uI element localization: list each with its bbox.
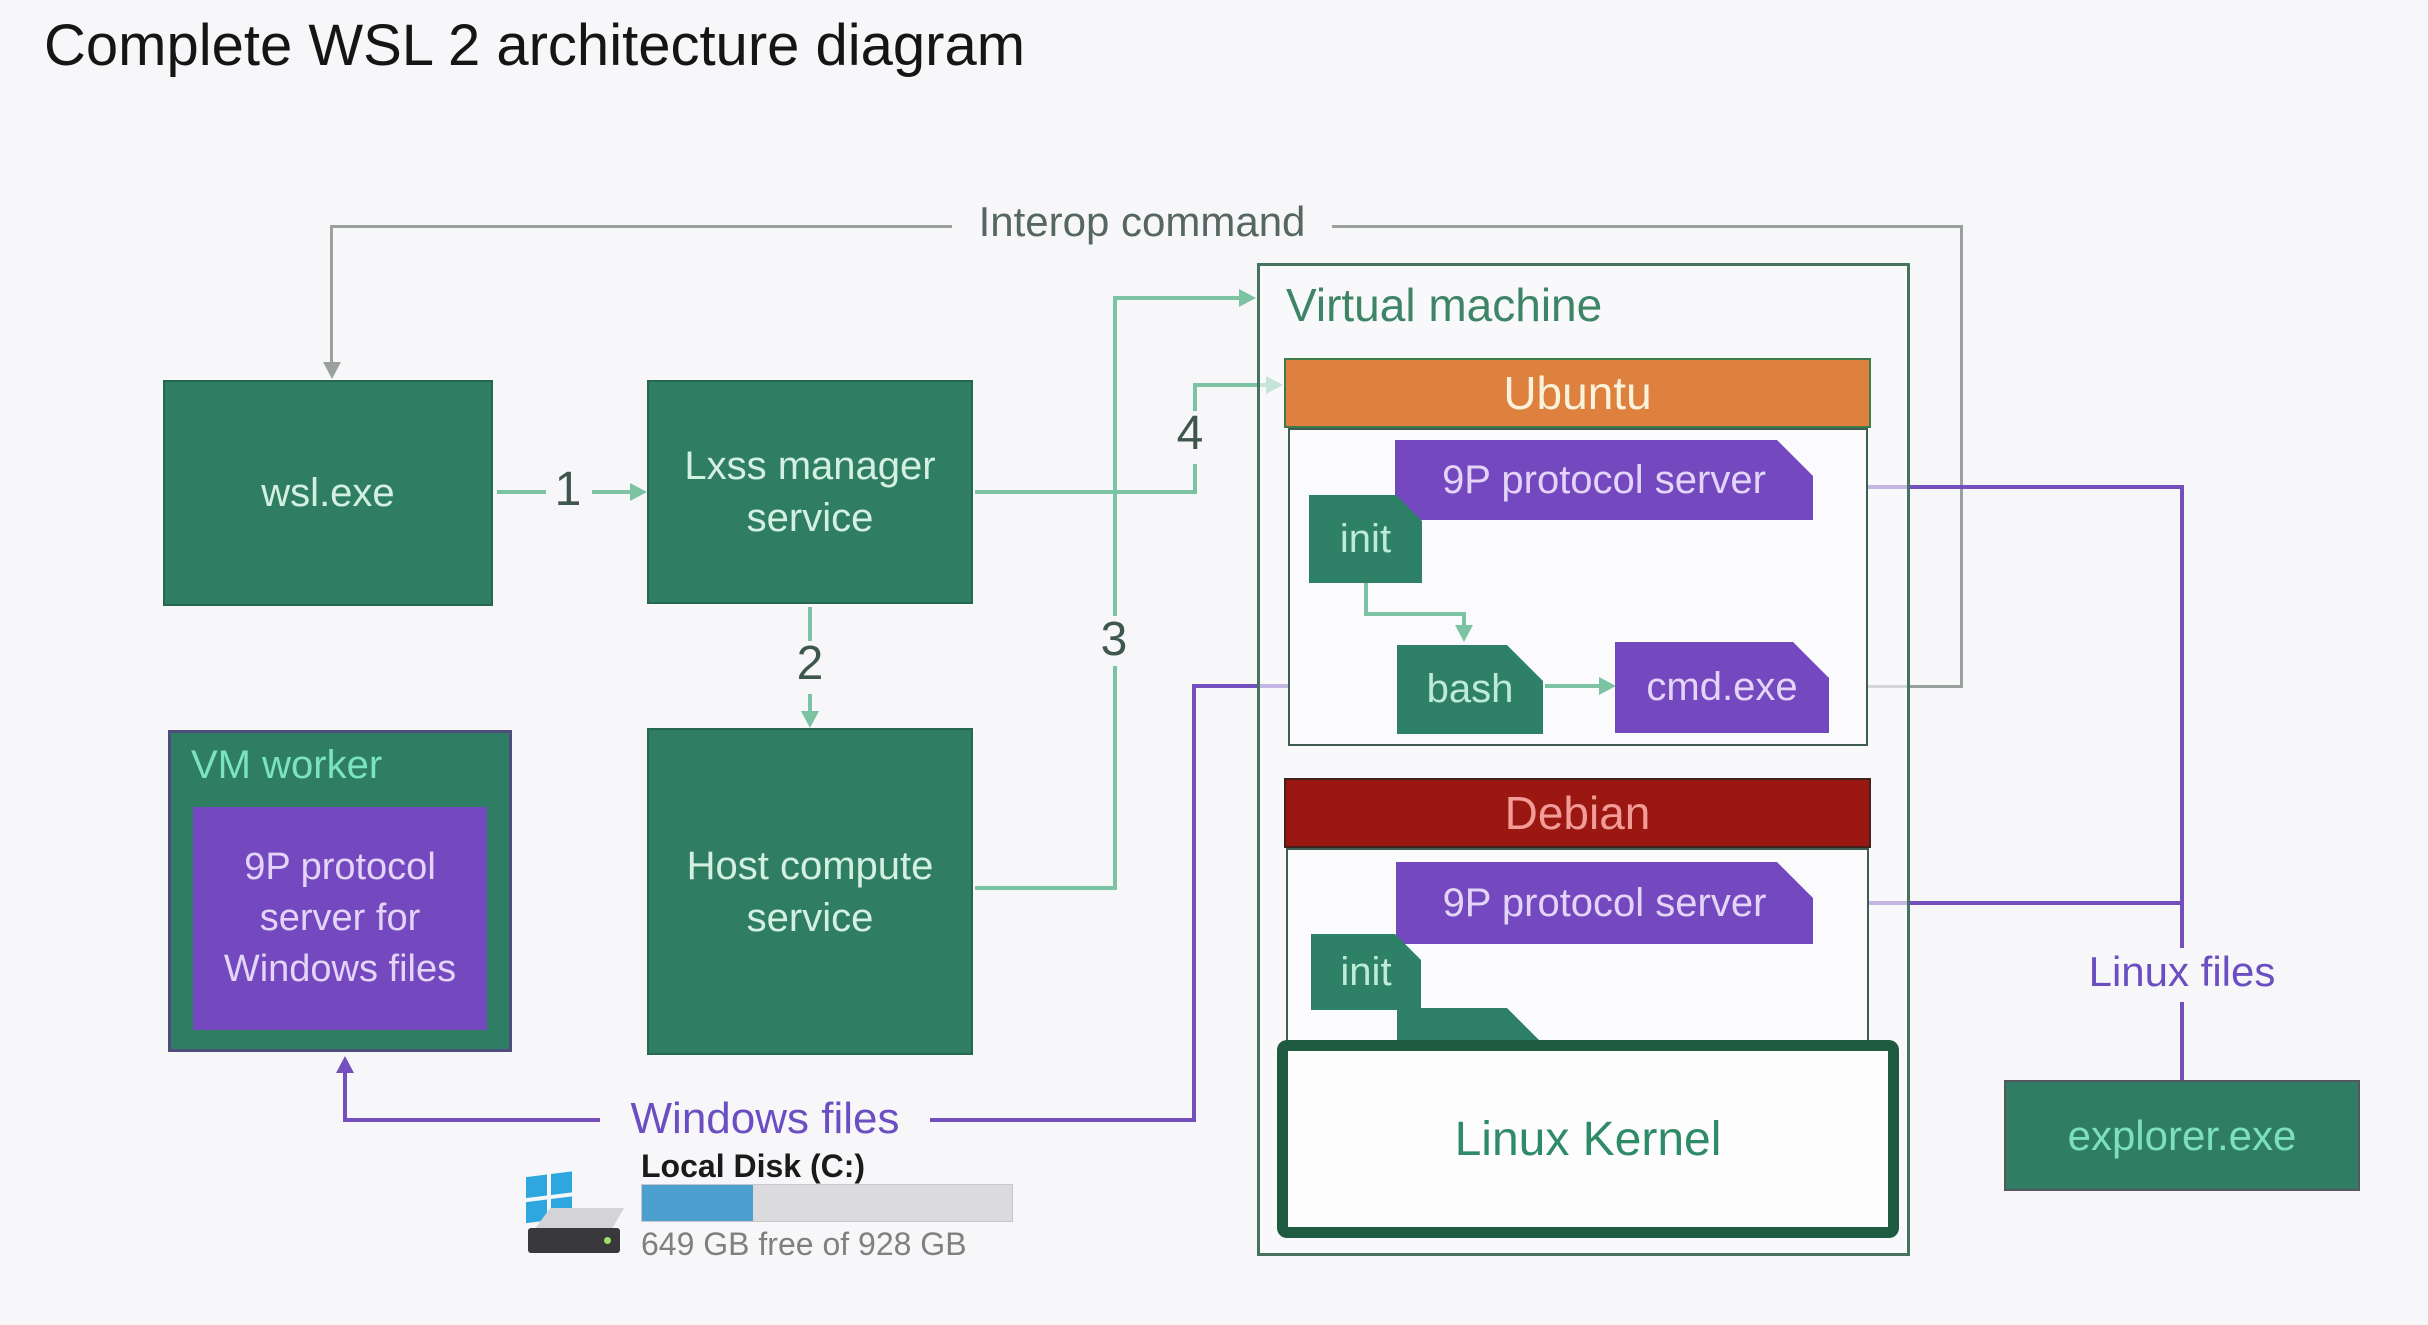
debian-9p-label: 9P protocol server — [1442, 880, 1767, 925]
interop-line-top-right — [1332, 225, 1963, 228]
drive-led-icon — [604, 1237, 611, 1244]
node-host-compute-service: Host compute service — [647, 728, 973, 1055]
ubuntu-cmd-label: cmd.exe — [1646, 665, 1798, 709]
connector-3-segment-c — [1113, 296, 1117, 616]
connector-4-segment-d — [1193, 383, 1267, 387]
step-3-label: 3 — [1100, 613, 1128, 666]
interop-line-top-left — [330, 225, 952, 228]
node-9p-windows-line3: Windows files — [223, 948, 457, 991]
debian-header-label: Debian — [1504, 787, 1651, 839]
node-9p-windows-line1: 9P protocol — [244, 845, 436, 888]
linux-files-line-vertical-a — [2180, 487, 2184, 948]
debian-init-label: init — [1340, 949, 1392, 994]
windows-files-line-up — [343, 1072, 347, 1122]
ubuntu-bash-label: bash — [1426, 667, 1514, 711]
ubuntu-9p-label: 9P protocol server — [1442, 457, 1766, 502]
step-2-label: 2 — [796, 637, 824, 690]
disk-usage-bar-fill — [642, 1185, 753, 1221]
node-wsl-exe: wsl.exe — [163, 380, 493, 606]
ubuntu-init: init — [1309, 495, 1422, 583]
debian-init: init — [1311, 934, 1421, 1010]
page-title: Complete WSL 2 architecture diagram — [44, 13, 1026, 78]
windows-files-line-left-a — [930, 1118, 1196, 1122]
linux-files-line-vertical-b — [2180, 1002, 2184, 1080]
interop-arrowhead-into-wsl — [323, 362, 341, 379]
ubuntu-bash: bash — [1397, 645, 1543, 734]
windows-files-label: Windows files — [630, 1094, 900, 1143]
debian-header: Debian — [1284, 778, 1871, 848]
interop-command-label: Interop command — [978, 198, 1306, 245]
node-lxss-line1: Lxss manager — [684, 444, 936, 488]
node-9p-windows-line2: server for — [259, 896, 421, 939]
connector-4-segment-b — [1193, 464, 1197, 494]
step-1-label: 1 — [554, 463, 582, 516]
node-vm-worker-title: VM worker — [191, 743, 383, 787]
debian-9p-protocol-server: 9P protocol server — [1396, 862, 1813, 944]
ubuntu-header: Ubuntu — [1284, 358, 1871, 428]
windows-files-arrowhead-into-vm-worker — [336, 1056, 354, 1073]
node-lxss-line2: service — [746, 496, 874, 540]
init-bash-arrowhead — [1455, 625, 1473, 642]
linux-files-label: Linux files — [2088, 948, 2276, 995]
node-lxss-manager-service: Lxss manager service — [647, 380, 973, 604]
local-disk-label: Local Disk (C:) — [641, 1148, 866, 1184]
connector-3-segment-b — [1113, 666, 1117, 888]
connector-3-segment-d — [1113, 296, 1240, 300]
interop-line-right-down — [1960, 225, 1963, 688]
init-bash-segment-b — [1364, 612, 1466, 616]
ubuntu-9p-protocol-server: 9P protocol server — [1395, 440, 1813, 520]
connector-4-segment-a — [975, 490, 1197, 494]
linux-files-line-to-debian-9p — [1831, 901, 2184, 905]
explorer-exe-label: explorer.exe — [2067, 1111, 2297, 1159]
ubuntu-cmd-exe: cmd.exe — [1615, 642, 1829, 733]
connector-1-segment-a — [497, 490, 546, 494]
connector-1-segment-b — [592, 490, 630, 494]
drive-icon-front — [528, 1228, 620, 1253]
windows-files-line-down — [1192, 684, 1196, 1122]
connector-2-segment-a — [808, 607, 812, 641]
node-host-line2: service — [746, 895, 874, 940]
connector-4-segment-c — [1193, 383, 1197, 411]
node-host-line1: Host compute — [686, 843, 934, 888]
linux-kernel-label: Linux Kernel — [1454, 1112, 1722, 1166]
step-4-label: 4 — [1176, 407, 1204, 460]
ubuntu-header-label: Ubuntu — [1503, 367, 1652, 419]
windows-files-line-left-b — [347, 1118, 600, 1122]
node-linux-kernel: Linux Kernel — [1277, 1040, 1899, 1238]
connector-3-segment-a — [975, 886, 1117, 890]
disk-free-text: 649 GB free of 928 GB — [641, 1226, 967, 1262]
connector-2-segment-b — [808, 694, 812, 712]
node-9p-server-windows-files: 9P protocol server for Windows files — [193, 807, 487, 1030]
connector-3-arrowhead — [1239, 289, 1256, 307]
connector-2-arrowhead — [801, 711, 819, 728]
node-wsl-exe-label: wsl.exe — [261, 471, 395, 515]
disk-usage-bar — [641, 1184, 1013, 1222]
interop-line-down-to-wsl — [330, 225, 333, 364]
drive-icon — [534, 1208, 624, 1230]
bash-cmd-arrowhead — [1599, 677, 1616, 695]
init-bash-segment-c — [1462, 612, 1466, 626]
init-bash-segment-a — [1364, 583, 1368, 616]
ubuntu-init-label: init — [1339, 516, 1392, 561]
virtual-machine-label: Virtual machine — [1286, 279, 1603, 331]
node-explorer-exe: explorer.exe — [2004, 1080, 2360, 1191]
connector-1-arrowhead — [630, 483, 647, 501]
bash-cmd-segment — [1545, 684, 1600, 688]
linux-files-line-to-ubuntu-9p — [1831, 485, 2184, 489]
